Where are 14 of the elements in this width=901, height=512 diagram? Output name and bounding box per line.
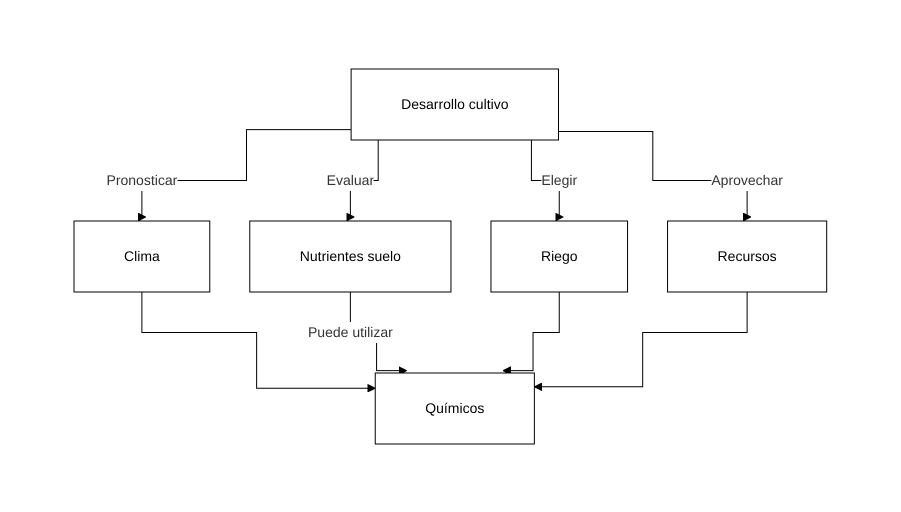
node-box: Clima (74, 220, 210, 292)
arrow (142, 291, 376, 392)
edge-label: Puede utilizar (308, 324, 393, 340)
node-box: Riego (490, 220, 628, 292)
edge-label: Evaluar (326, 172, 374, 188)
node-box: Recursos (667, 220, 828, 292)
edge-label: Elegir (542, 172, 578, 188)
node-box: Nutrientes suelo (249, 220, 452, 292)
edge-label: Pronosticar (106, 172, 178, 188)
arrow (502, 291, 560, 375)
node-box: Desarrollo cultivo (350, 68, 560, 140)
arrow (534, 291, 748, 391)
node-box: Químicos (374, 372, 536, 444)
edge-label: Aprovechar (711, 172, 784, 188)
